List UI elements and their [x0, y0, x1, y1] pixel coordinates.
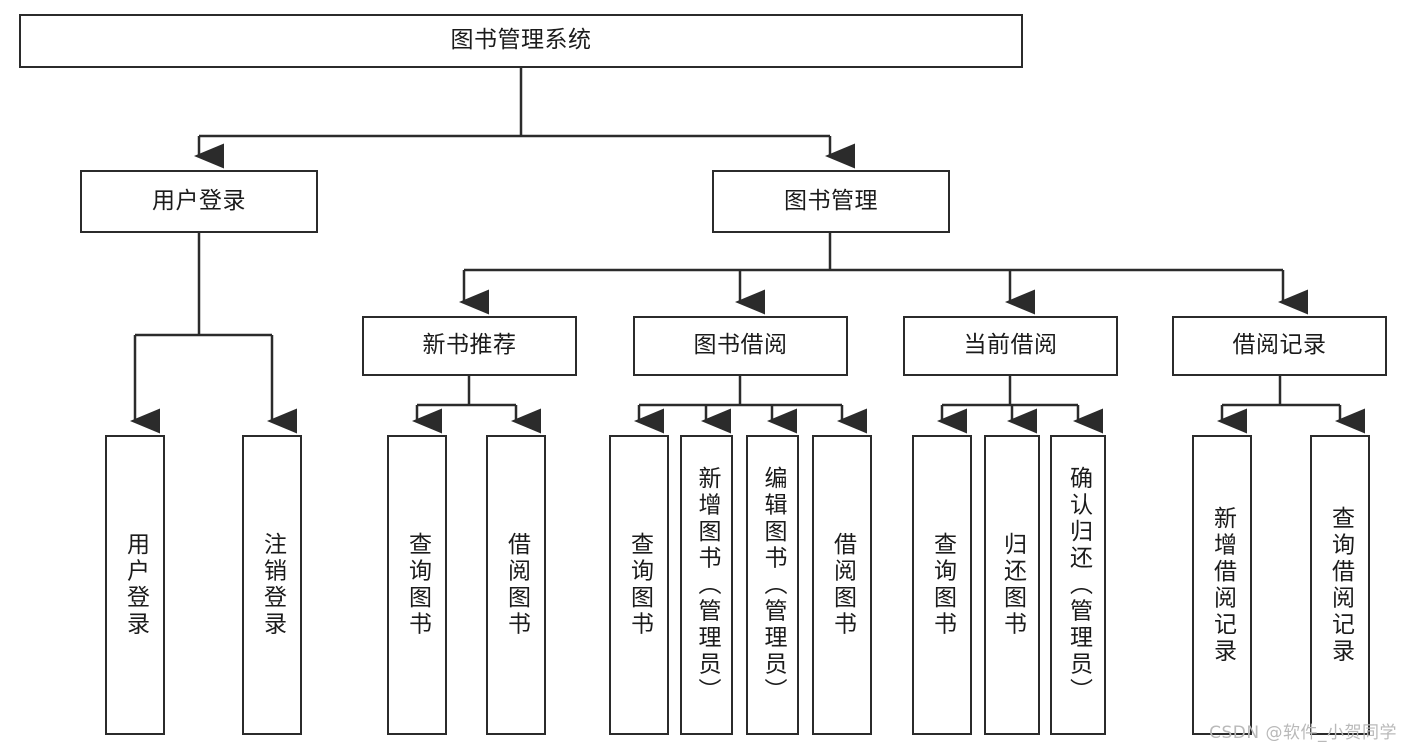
node-leaf-confirm-return[interactable]: 确认归还（管理员）	[1050, 435, 1106, 735]
node-label-user-login: 用户登录	[152, 187, 246, 214]
node-book-borrow[interactable]: 图书借阅	[633, 316, 848, 376]
node-leaf-logout[interactable]: 注销登录	[242, 435, 302, 735]
edge-bookborrow-to-leaves	[634, 376, 867, 434]
node-label-leaf-query-record: 查询借阅记录	[1327, 505, 1354, 665]
edge-root-to-level1	[194, 68, 855, 169]
node-label-leaf-add-book: 新增图书（管理员）	[694, 465, 720, 705]
node-label-leaf-user-login: 用户登录	[122, 532, 149, 638]
node-leaf-add-record[interactable]: 新增借阅记录	[1192, 435, 1252, 735]
node-label-leaf-add-record: 新增借阅记录	[1209, 505, 1236, 665]
node-label-leaf-borrow-book-2: 借阅图书	[829, 532, 856, 638]
node-leaf-borrow-book-1[interactable]: 借阅图书	[486, 435, 546, 735]
node-leaf-query-book-2[interactable]: 查询图书	[609, 435, 669, 735]
edge-userlogin-to-leaves	[130, 233, 297, 434]
node-label-leaf-confirm-return: 确认归还（管理员）	[1065, 465, 1092, 705]
node-label-new-book-rec: 新书推荐	[422, 332, 517, 359]
node-user-login[interactable]: 用户登录	[80, 170, 318, 233]
edge-borrowrecord-to-leaves	[1217, 376, 1365, 434]
node-label-leaf-return-book: 归还图书	[999, 532, 1026, 638]
node-leaf-query-book-1[interactable]: 查询图书	[387, 435, 447, 735]
node-leaf-borrow-book-2[interactable]: 借阅图书	[812, 435, 872, 735]
node-borrow-record[interactable]: 借阅记录	[1172, 316, 1387, 376]
node-label-book-manage: 图书管理	[784, 187, 878, 214]
node-label-borrow-record: 借阅记录	[1232, 332, 1327, 359]
node-leaf-user-login[interactable]: 用户登录	[105, 435, 165, 735]
node-book-manage[interactable]: 图书管理	[712, 170, 950, 233]
edge-currentborrow-to-leaves	[937, 376, 1103, 434]
node-label-leaf-borrow-book-1: 借阅图书	[503, 532, 530, 638]
edge-bookmanage-to-level2	[459, 233, 1308, 315]
node-leaf-query-book-3[interactable]: 查询图书	[912, 435, 972, 735]
node-leaf-edit-book[interactable]: 编辑图书（管理员）	[746, 435, 799, 735]
node-label-leaf-query-book-2: 查询图书	[626, 532, 653, 638]
node-root[interactable]: 图书管理系统	[19, 14, 1023, 68]
node-label-leaf-logout: 注销登录	[259, 532, 286, 638]
node-label-root: 图书管理系统	[450, 27, 592, 54]
watermark: CSDN @软件_小贺同学	[1209, 723, 1397, 743]
node-label-book-borrow: 图书借阅	[693, 332, 788, 359]
node-label-leaf-query-book-1: 查询图书	[404, 532, 431, 638]
node-label-leaf-query-book-3: 查询图书	[929, 532, 956, 638]
node-new-book-rec[interactable]: 新书推荐	[362, 316, 577, 376]
node-leaf-add-book[interactable]: 新增图书（管理员）	[680, 435, 733, 735]
node-label-leaf-edit-book: 编辑图书（管理员）	[760, 465, 786, 705]
node-leaf-return-book[interactable]: 归还图书	[984, 435, 1040, 735]
node-leaf-query-record[interactable]: 查询借阅记录	[1310, 435, 1370, 735]
node-label-current-borrow: 当前借阅	[963, 332, 1058, 359]
node-current-borrow[interactable]: 当前借阅	[903, 316, 1118, 376]
edge-newbookrec-to-leaves	[412, 376, 541, 434]
